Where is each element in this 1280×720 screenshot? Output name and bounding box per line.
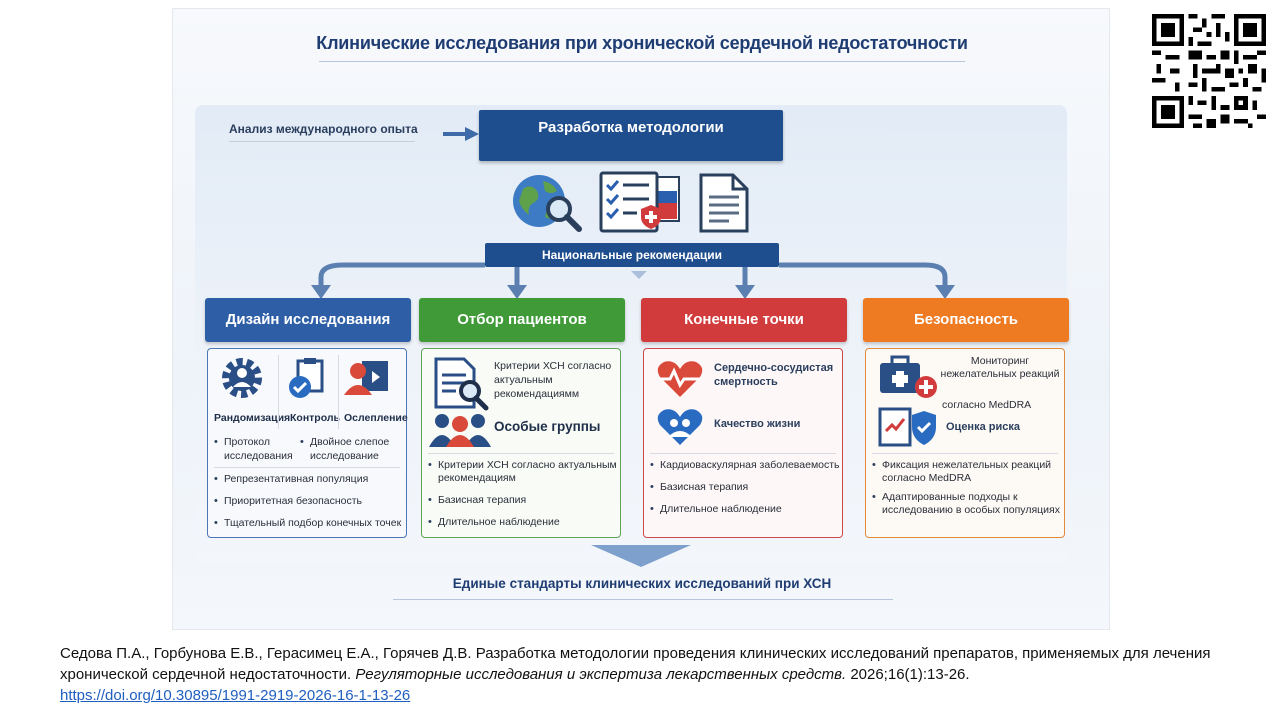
infographic-title: Клинические исследования при хронической… xyxy=(316,33,968,53)
divider xyxy=(428,453,614,454)
protocol-bullet: Протокол исследования xyxy=(214,435,293,463)
heart-pulse-icon xyxy=(657,361,703,397)
safety-bullet-list: Фиксация нежелательных реакций согласно … xyxy=(872,459,1060,517)
list-item: Базисная терапия xyxy=(650,481,840,493)
list-item: Репрезентативная популяция xyxy=(214,473,402,485)
risk-assessment-text: Оценка риска xyxy=(946,421,1020,433)
clipboard-shield-icon xyxy=(878,407,936,447)
heart-family-icon xyxy=(657,409,703,445)
checklist-flag-icon xyxy=(599,171,680,233)
ar-monitoring-text: Мониторинг нежелательных реакций xyxy=(940,355,1060,380)
down-arrow-icon xyxy=(591,545,691,567)
unified-standards-text: Единые стандарты клинических исследовани… xyxy=(452,576,832,591)
doi-link[interactable]: https://doi.org/10.30895/1991-2919-2026-… xyxy=(60,687,411,704)
document-search-icon xyxy=(434,357,489,411)
national-recommendations-box: Национальные рекомендации xyxy=(485,243,779,267)
list-item: Длительное наблюдение xyxy=(650,503,840,515)
arrow-right-icon xyxy=(443,127,479,141)
design-bullet-list: Репрезентативная популяция Приоритетная … xyxy=(214,473,402,529)
cv-mortality-text: Сердечно-сосудистая смертность xyxy=(714,362,834,388)
globe-magnifier-icon xyxy=(513,175,582,232)
divider xyxy=(650,453,836,454)
international-experience-label: Анализ международного опыта xyxy=(229,122,418,136)
list-item: Протокол исследования xyxy=(214,435,293,463)
list-item: Адаптированные подходы к исследованию в … xyxy=(872,491,1060,517)
column-design-header: Дизайн исследования xyxy=(205,298,411,342)
citation-details: 2026;16(1):13-26. xyxy=(850,666,970,683)
divider xyxy=(278,355,279,429)
citation-journal: Регуляторные исследования и экспертиза л… xyxy=(355,666,847,683)
footer-divider xyxy=(393,599,893,600)
patients-bullet-list: Критерии ХСН согласно актуальным рекомен… xyxy=(428,459,618,528)
blinding-label: Ослепление xyxy=(344,412,408,424)
column-safety-card: Мониторинг нежелательных реакций согласн… xyxy=(865,348,1065,538)
list-item: Кардиоваскулярная заболеваемость xyxy=(650,459,840,471)
endpoints-bullet-list: Кардиоваскулярная заболеваемость Базисна… xyxy=(650,459,840,515)
list-item: Критерии ХСН согласно актуальным рекомен… xyxy=(428,459,618,485)
methodology-box: Разработка методологии xyxy=(479,110,783,161)
title-divider xyxy=(319,61,965,62)
special-groups-label: Особые группы xyxy=(494,419,601,434)
citation-authors: Седова П.А., Горбунова Е.В., Герасимец Е… xyxy=(60,645,1211,683)
clipboard-check-icon xyxy=(289,358,324,398)
qr-code-icon[interactable] xyxy=(1152,14,1266,128)
medical-kit-icon xyxy=(880,355,937,398)
blinded-person-icon xyxy=(344,361,388,395)
column-patients-card: Критерии ХСН согласно актуальным рекомен… xyxy=(421,348,621,538)
randomization-label: Рандомизация xyxy=(214,412,291,424)
people-group-icon xyxy=(429,414,491,447)
column-endpoints-card: Сердечно-сосудистая смертность Качество … xyxy=(643,348,843,538)
list-item: Двойное слепое исследование xyxy=(300,435,400,463)
hf-criteria-text: Критерии ХСН согласно актуальным рекомен… xyxy=(494,360,612,400)
gear-person-icon xyxy=(222,358,262,398)
list-item: Приоритетная безопасность xyxy=(214,495,402,507)
divider xyxy=(338,355,339,429)
column-design-card: Рандомизация Контроль Ослепление Протоко… xyxy=(207,348,408,538)
divider xyxy=(214,467,400,468)
citation: Седова П.А., Горбунова Е.В., Герасимец Е… xyxy=(60,643,1260,706)
list-item: Длительное наблюдение xyxy=(428,516,618,528)
column-patients-header: Отбор пациентов xyxy=(419,298,625,342)
list-item: Тщательный подбор конечных точек xyxy=(214,517,402,529)
meddra-text: согласно MedDRA xyxy=(942,399,1032,411)
document-icon xyxy=(699,173,749,233)
column-endpoints-header: Конечные точки xyxy=(641,298,847,342)
column-safety-header: Безопасность xyxy=(863,298,1069,342)
double-blind-bullet: Двойное слепое исследование xyxy=(300,435,400,463)
quality-of-life-text: Качество жизни xyxy=(714,418,801,430)
intl-underline xyxy=(229,141,415,142)
list-item: Базисная терапия xyxy=(428,494,618,506)
divider xyxy=(872,453,1058,454)
control-label: Контроль xyxy=(290,412,340,424)
list-item: Фиксация нежелательных реакций согласно … xyxy=(872,459,1060,485)
infographic: Клинические исследования при хронической… xyxy=(172,8,1110,630)
